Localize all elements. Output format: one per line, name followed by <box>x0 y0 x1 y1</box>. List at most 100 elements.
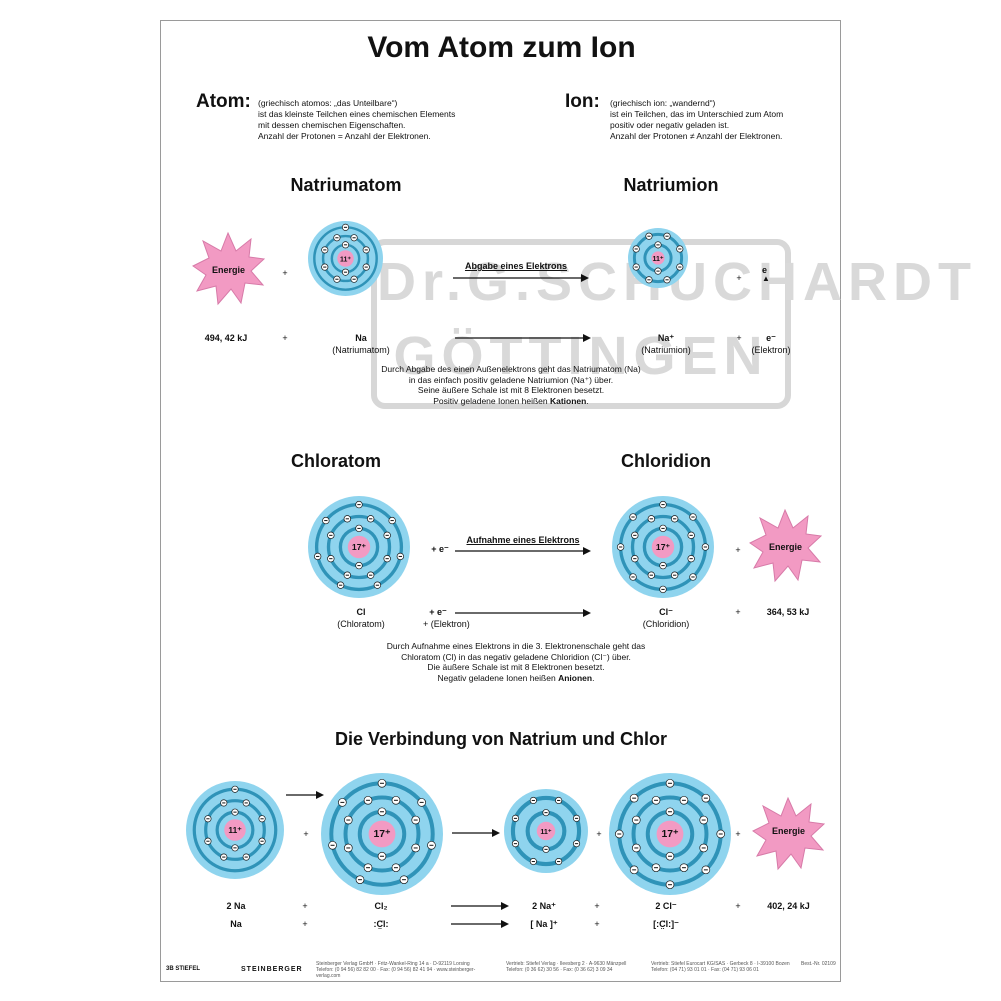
footer-distributor-2: Vertrieb: Stiefel Eurocart KG/SAS · Gerb… <box>651 961 791 973</box>
electron-orbit <box>632 232 684 284</box>
sodium-ion-formula: Na⁺ <box>657 333 675 343</box>
nucleus <box>224 819 246 841</box>
ion-def-line: ist ein Teilchen, das im Unterschied zum… <box>610 109 784 119</box>
chloride-formula: Cl⁻ <box>659 607 673 617</box>
nucleus-charge: 11⁺ <box>340 257 351 264</box>
electron-orbit <box>321 234 370 283</box>
chloride-ion-diagram: 17⁺ <box>612 496 714 598</box>
plus-sign: + <box>302 919 308 929</box>
sodium-name: (Natriumatom) <box>332 345 390 355</box>
arrow-label-donate: Abgabe eines Elektrons <box>464 261 568 271</box>
compound-heading: Die Verbindung von Natrium und Chlor <box>334 729 667 749</box>
electron-icon: ▲ <box>762 274 770 283</box>
plus-sign: + <box>735 829 741 839</box>
energy-burst-icon <box>749 508 823 583</box>
reaction-arrow <box>455 547 591 555</box>
brand-logo-left: 3B STIEFEL <box>166 966 201 972</box>
nucleus-charge: 17⁺ <box>374 829 391 840</box>
plus-sign: + <box>736 333 742 343</box>
electron-orbit <box>326 514 392 580</box>
electron-formula: + e⁻ <box>429 607 447 617</box>
chlorine-atom-diagram-2: 17⁺ <box>321 773 443 895</box>
electron-orbit <box>631 795 709 873</box>
plus-sign: + <box>302 901 308 911</box>
atom-def-line: mit dessen chemischen Eigenschaften. <box>258 120 406 130</box>
explanation-line: Durch Abgabe des einen Außenelektrons ge… <box>381 364 641 374</box>
reaction-arrow <box>451 902 509 910</box>
lewis-chlorine: :C̤̈l: <box>373 919 389 929</box>
term-anionen: Anionen <box>558 672 593 683</box>
plus-sign: + <box>736 273 742 283</box>
sodium-ion-heading: Natriumion <box>623 175 719 195</box>
footer-distributor-1: Vertrieb: Stiefel Verlag · Ileesberg 2 ·… <box>506 961 646 973</box>
nucleus <box>337 250 354 267</box>
atom-def-line: Anzahl der Protonen = Anzahl der Elektro… <box>258 131 431 141</box>
atom-definition: (griechisch atomos: „das Unteilbare“) is… <box>258 98 518 142</box>
atom-label: Atom: <box>196 91 251 112</box>
footer-line: Steinberger Verlag GmbH · Fritz-Wankel-R… <box>316 961 470 967</box>
nucleus <box>656 820 684 848</box>
poster: Vom Atom zum Ion Atom: (griechisch atomo… <box>160 20 971 982</box>
plus-sign: + <box>596 829 602 839</box>
plus-sign: + <box>282 268 288 278</box>
reaction-arrow <box>452 829 500 837</box>
plus-sign: + <box>735 607 741 617</box>
sodium-atom-diagram: 11⁺ <box>308 221 383 296</box>
plus-sign: + <box>594 901 600 911</box>
term-kationen: Kationen <box>549 395 587 406</box>
nucleus-charge: 11⁺ <box>228 825 241 835</box>
explanation-text: Positiv geladene Ionen heißen <box>433 395 550 406</box>
chloride-name: (Chloridion) <box>642 619 690 629</box>
product-code: Best.-Nr. 02109 <box>801 961 836 967</box>
nucleus-charge: 17⁺ <box>662 829 679 840</box>
plus-sign: + <box>735 901 741 911</box>
chlorine-name: (Chloratom) <box>337 619 385 629</box>
reaction-arrow <box>455 334 591 342</box>
reaction-arrow <box>453 274 589 282</box>
watermark-line: GÖTTINGEN <box>393 326 769 386</box>
explanation-line: Seine äußere Schale ist mit 8 Elektronen… <box>417 385 605 395</box>
arrow-label-accept: Aufnahme eines Elektrons <box>466 535 580 545</box>
chlorine-atom-heading: Chloratom <box>291 451 381 471</box>
plus-sign: + <box>735 545 741 555</box>
explanation-line: Negativ geladene Ionen heißen Anionen. <box>336 673 696 684</box>
electron-orbit <box>343 795 421 873</box>
equation-term: 2 Na⁺ <box>532 901 556 911</box>
sodium-atom-diagram-2: 11⁺ <box>186 781 284 879</box>
sodium-explanation: Durch Abgabe des einen Außenelektrons ge… <box>341 364 681 406</box>
energy-burst-icon <box>192 231 266 306</box>
plus-sign: + <box>303 829 309 839</box>
chloride-ion-diagram-2: 17⁺ <box>609 773 731 895</box>
nucleus <box>368 820 396 848</box>
electron-name: (Elektron) <box>751 345 791 355</box>
equation-term: Na <box>230 919 242 929</box>
footer-line: Vertrieb: Stiefel Eurocart KG/SAS · Gerb… <box>651 961 790 967</box>
electron-plus: + e⁻ <box>431 544 449 554</box>
explanation-line: in das einfach positiv geladene Natriumi… <box>408 374 614 385</box>
energy-value: 364, 53 kJ <box>766 607 810 617</box>
energy-label: Energie <box>211 265 245 275</box>
nucleus <box>651 251 665 265</box>
energy-burst-3 <box>752 796 826 871</box>
explanation-line: Durch Aufnahme eines Elektrons in die 3.… <box>386 641 646 651</box>
nucleus <box>536 821 556 841</box>
nucleus <box>651 535 675 559</box>
footer-publisher: Steinberger Verlag GmbH · Fritz-Wankel-R… <box>316 961 486 979</box>
electron-name: + (Elektron) <box>423 619 470 629</box>
explanation-line: Die äußere Schale ist mit 8 Elektronen b… <box>427 662 605 672</box>
ion-label: Ion: <box>565 91 600 112</box>
nucleus-charge: 11⁺ <box>652 256 663 263</box>
equation-term: 2 Cl⁻ <box>655 901 677 911</box>
explanation-text: . <box>592 672 595 683</box>
electron-formula: e⁻ <box>766 333 776 343</box>
page-title: Vom Atom zum Ion <box>367 31 636 64</box>
ion-definition: (griechisch ion: „wandernd“) ist ein Tei… <box>610 98 830 142</box>
footer-line: Vertrieb: Stiefel Verlag · Ileesberg 2 ·… <box>506 961 627 967</box>
chlorine-ion-heading: Chloridion <box>621 451 711 471</box>
lewis-chloride-ion: [:C̤̈l:]⁻ <box>653 919 679 929</box>
electron-transfer-arrow <box>286 791 324 799</box>
nucleus-charge: 11⁺ <box>540 828 552 836</box>
electron-symbol: e ▲ <box>762 265 770 283</box>
energy-burst-icon <box>752 796 826 871</box>
equation-term: Cl₂ <box>374 901 388 911</box>
